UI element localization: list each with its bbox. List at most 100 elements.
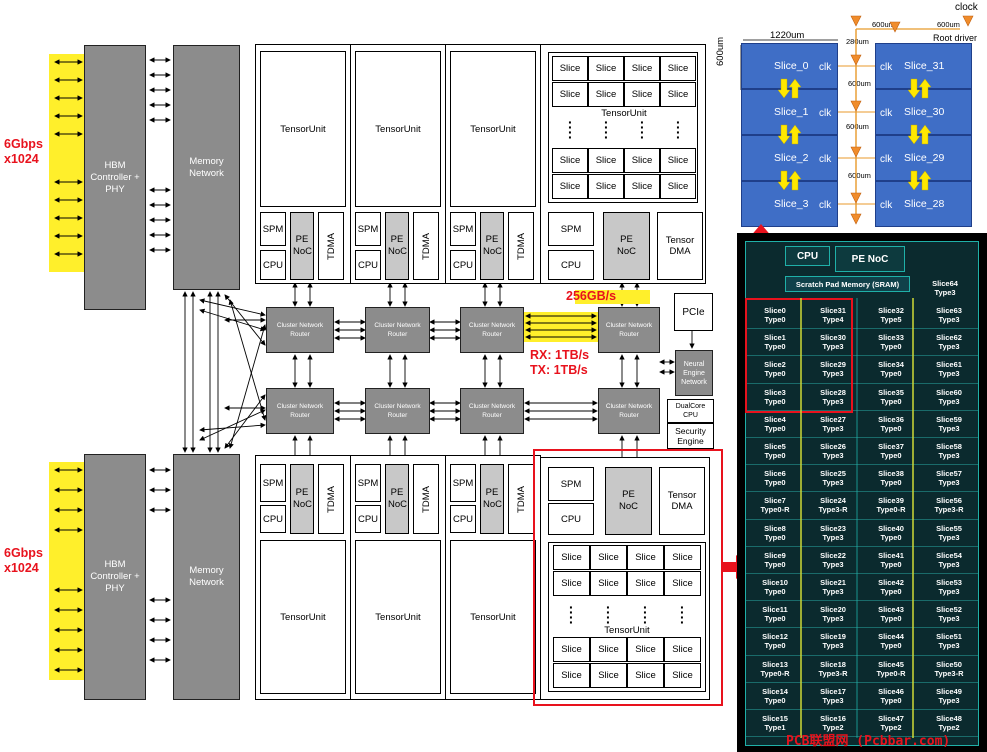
tensor-unit-bottom-2[interactable]: TensorUnit <box>355 540 441 694</box>
hbm-controller-top[interactable]: HBM Controller + PHY <box>84 45 146 310</box>
router-1-1[interactable]: Cluster Network Router <box>266 307 334 353</box>
pe-noc-bottom-2[interactable]: PE NoC <box>385 464 409 534</box>
cpu-top-2[interactable]: CPU <box>355 250 381 280</box>
hbm-controller-bottom[interactable]: HBM Controller + PHY <box>84 454 146 700</box>
tensor-dma-bottom[interactable]: Tensor DMA <box>659 467 705 535</box>
cpu-top-4[interactable]: CPU <box>548 250 594 280</box>
cpu-top-3[interactable]: CPU <box>450 250 476 280</box>
spm-bottom-2[interactable]: SPM <box>355 464 381 502</box>
dualcore-cpu[interactable]: DualCore CPU <box>667 399 714 423</box>
tdma-bottom-3[interactable]: TDMA <box>508 464 534 534</box>
memory-network-top[interactable]: Memory Network <box>173 45 240 290</box>
tensor-unit-bottom-3[interactable]: TensorUnit <box>450 540 536 694</box>
security-engine[interactable]: Security Engine <box>667 423 714 449</box>
cpu-bottom-4[interactable]: CPU <box>548 503 594 535</box>
spm-bottom-1[interactable]: SPM <box>260 464 286 502</box>
router-1-3[interactable]: Cluster Network Router <box>460 307 524 353</box>
spm-bottom-4[interactable]: SPM <box>548 467 594 501</box>
tdma-top-3[interactable]: TDMA <box>508 212 534 280</box>
memory-network-bottom[interactable]: Memory Network <box>173 454 240 700</box>
router-2-4[interactable]: Cluster Network Router <box>598 388 660 434</box>
spm-top-3[interactable]: SPM <box>450 212 476 246</box>
neural-engine-network[interactable]: Neural Engine Network <box>675 350 713 396</box>
cpu-bottom-1[interactable]: CPU <box>260 505 286 533</box>
tdma-bottom-2[interactable]: TDMA <box>413 464 439 534</box>
tensor-unit-top-3[interactable]: TensorUnit <box>450 51 536 207</box>
spm-top-1[interactable]: SPM <box>260 212 286 246</box>
router-1-2[interactable]: Cluster Network Router <box>365 307 430 353</box>
router-1-4[interactable]: Cluster Network Router <box>598 307 660 353</box>
cpu-top-1[interactable]: CPU <box>260 250 286 280</box>
tdma-top-1[interactable]: TDMA <box>318 212 344 280</box>
pe-noc-bottom-4[interactable]: PE NoC <box>605 467 652 535</box>
pe-noc-bottom-3[interactable]: PE NoC <box>480 464 504 534</box>
router-2-1[interactable]: Cluster Network Router <box>266 388 334 434</box>
tensor-unit-top-1[interactable]: TensorUnit <box>260 51 346 207</box>
pe-noc-top-1[interactable]: PE NoC <box>290 212 314 280</box>
pe-noc-top-3[interactable]: PE NoC <box>480 212 504 280</box>
spm-top-4[interactable]: SPM <box>548 212 594 246</box>
cpu-bottom-3[interactable]: CPU <box>450 505 476 533</box>
router-2-3[interactable]: Cluster Network Router <box>460 388 524 434</box>
spm-bottom-3[interactable]: SPM <box>450 464 476 502</box>
pe-noc-top-2[interactable]: PE NoC <box>385 212 409 280</box>
tensor-dma-top[interactable]: Tensor DMA <box>657 212 703 280</box>
die-pe-noc[interactable]: PE NoC <box>835 246 905 272</box>
pe-noc-bottom-1[interactable]: PE NoC <box>290 464 314 534</box>
tdma-top-2[interactable]: TDMA <box>413 212 439 280</box>
cpu-bottom-2[interactable]: CPU <box>355 505 381 533</box>
